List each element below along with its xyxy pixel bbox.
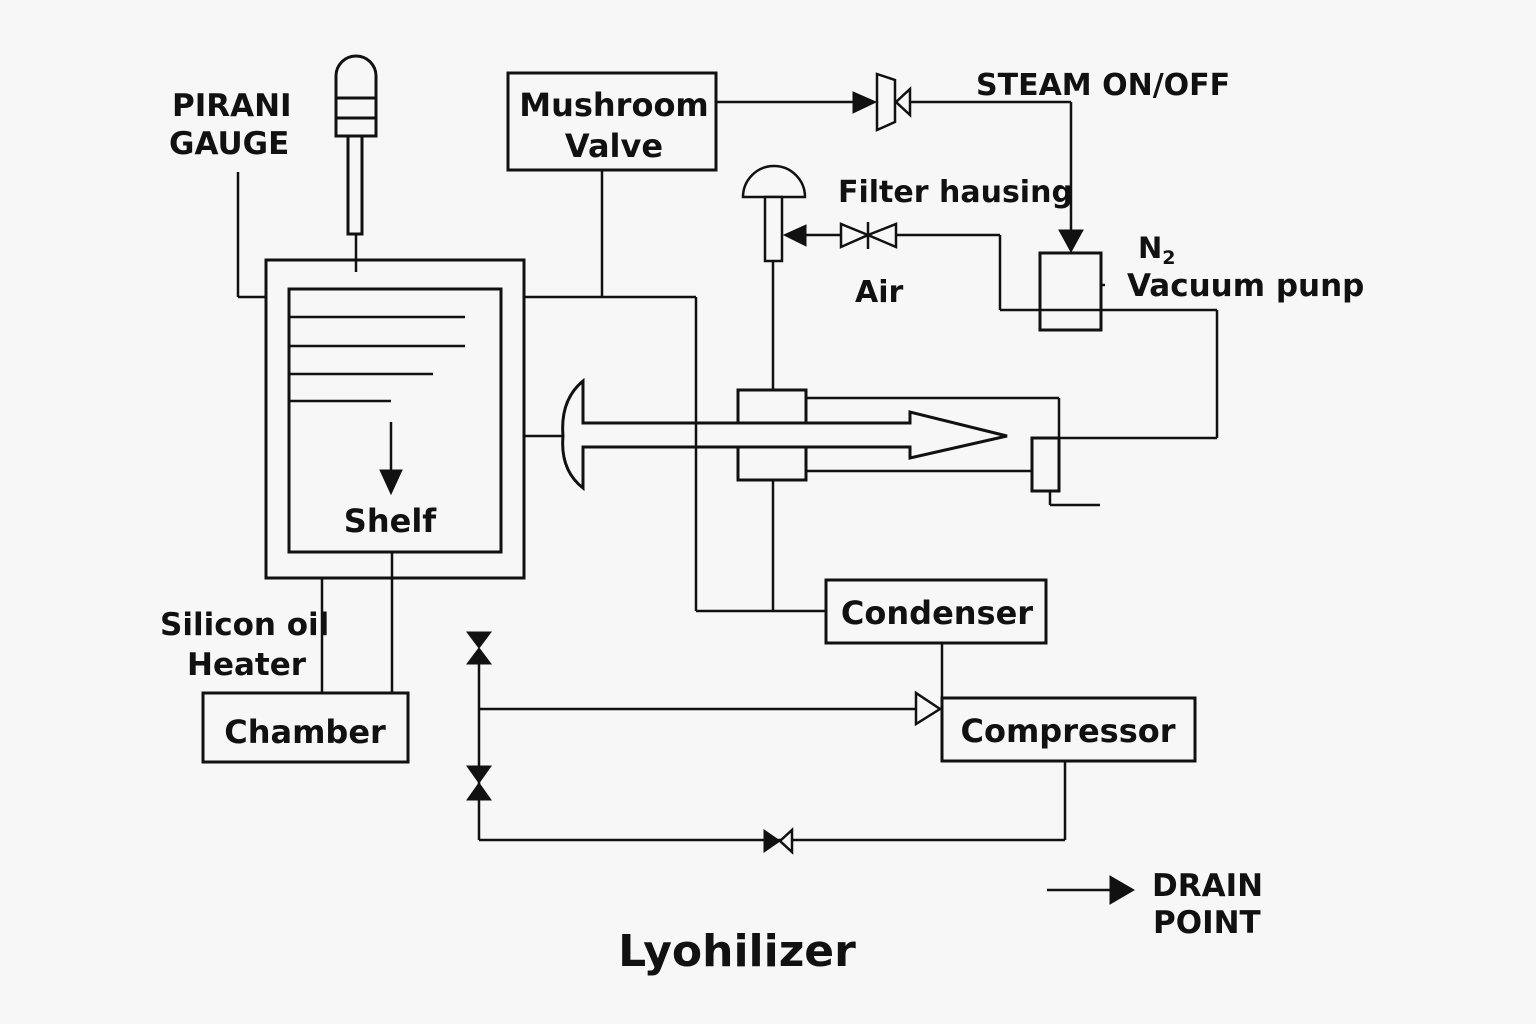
- drain-label-1: DRAIN: [1152, 868, 1263, 904]
- shelf-down-arrow-icon: [379, 422, 403, 496]
- steam-label: STEAM ON/OFF: [976, 68, 1230, 103]
- mushroom-valve-label-2: Valve: [565, 127, 663, 165]
- pirani-gauge-probe: [334, 54, 378, 272]
- n2-label: N2: [1138, 231, 1176, 269]
- compressor-label: Compressor: [960, 712, 1175, 750]
- steam-arrow-icon: [852, 91, 878, 114]
- n2-label-subscript: 2: [1162, 247, 1175, 269]
- mushroom-valve-label-1: Mushroom: [519, 86, 709, 124]
- filter-housing-icon: [741, 164, 807, 263]
- n2-label-main: N: [1138, 231, 1162, 265]
- air-label: Air: [855, 275, 904, 310]
- condenser-box: [824, 578, 1048, 645]
- loop-valve-bottom-icon: [466, 765, 492, 801]
- pirani-gauge-label-2: GAUGE: [169, 126, 289, 162]
- mushroom-valve-box: [506, 71, 718, 172]
- vacuum-pump-label: Vacuum punp: [1127, 268, 1364, 304]
- loop-valve-top-icon: [466, 631, 492, 665]
- chamber-outer-wall: [264, 258, 526, 580]
- pump-inlet-arrow-icon: [1058, 229, 1084, 254]
- chamber-box: [201, 691, 410, 764]
- isolation-valve-upper: [736, 388, 808, 425]
- vacuum-pump-box: [1038, 251, 1103, 332]
- silicon-oil-label-1: Silicon oil: [160, 607, 329, 643]
- air-inlet-arrow-icon: [782, 224, 807, 247]
- compressor-box: [940, 696, 1197, 763]
- silicon-oil-label-2: Heater: [187, 647, 307, 683]
- chamber-label: Chamber: [224, 713, 386, 751]
- drain-arrow-icon: [1109, 875, 1135, 905]
- manifold-arrow: [561, 377, 1008, 492]
- diagram-title: Lyohilizer: [618, 926, 856, 977]
- air-valve-icon: [839, 222, 898, 249]
- steam-valve-icon: [875, 72, 912, 132]
- pirani-gauge-label-1: PIRANI: [172, 88, 292, 124]
- filter-housing-label: Filter hausing: [838, 175, 1073, 210]
- compressor-inlet-arrow-icon: [914, 690, 943, 727]
- condenser-label: Condenser: [841, 594, 1033, 632]
- drain-label-2: POINT: [1153, 905, 1261, 941]
- trap-box: [1030, 436, 1061, 493]
- chamber-inner-wall: [287, 287, 503, 554]
- shelf-label: Shelf: [344, 502, 438, 540]
- loop-check-valve-icon: [763, 827, 794, 855]
- isolation-valve-lower: [736, 445, 808, 482]
